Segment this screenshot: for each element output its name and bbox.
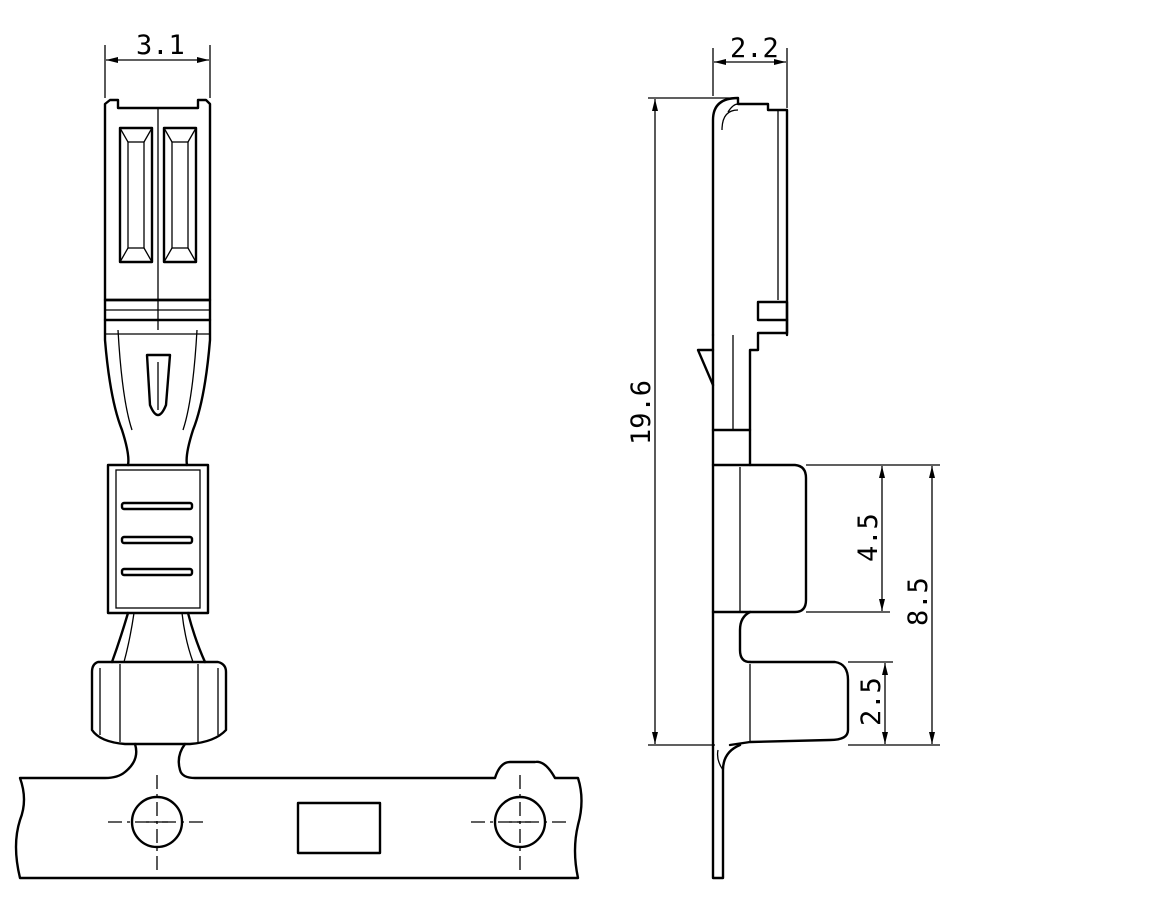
dimension-label: 3.1 bbox=[136, 30, 185, 61]
contact-box bbox=[103, 98, 212, 330]
dimension-width-side: 2.2 bbox=[712, 33, 788, 108]
dimension-label: 4.5 bbox=[853, 513, 884, 562]
dimension-label: 8.5 bbox=[903, 577, 934, 626]
dimension-label: 2.5 bbox=[856, 677, 887, 726]
side-wire-crimp bbox=[711, 463, 808, 664]
dimension-width-front: 3.1 bbox=[104, 30, 211, 98]
dimension-insulation-crimp: 2.5 bbox=[848, 661, 893, 744]
dimension-label: 19.6 bbox=[626, 380, 657, 445]
front-view: 3.1 bbox=[14, 30, 583, 880]
side-insulation-crimp bbox=[711, 660, 850, 880]
carrier-strip bbox=[14, 742, 583, 880]
strip-slot bbox=[296, 801, 382, 855]
window-right bbox=[162, 126, 198, 264]
transition bbox=[103, 318, 212, 467]
window-left bbox=[118, 126, 154, 264]
dimension-crimp-total: 8.5 bbox=[848, 466, 940, 746]
dimension-wire-crimp: 4.5 bbox=[806, 464, 940, 613]
neck bbox=[110, 611, 207, 664]
side-body bbox=[696, 96, 789, 747]
insulation-crimp bbox=[90, 660, 228, 746]
latch-window bbox=[756, 300, 789, 322]
dimension-label: 2.2 bbox=[730, 33, 779, 64]
dimension-total-length: 19.6 bbox=[626, 97, 735, 746]
lance bbox=[145, 353, 172, 417]
side-view: 2.2 19.6 4.5 8.5 2.5 bbox=[626, 33, 940, 880]
wire-crimp bbox=[106, 463, 210, 615]
